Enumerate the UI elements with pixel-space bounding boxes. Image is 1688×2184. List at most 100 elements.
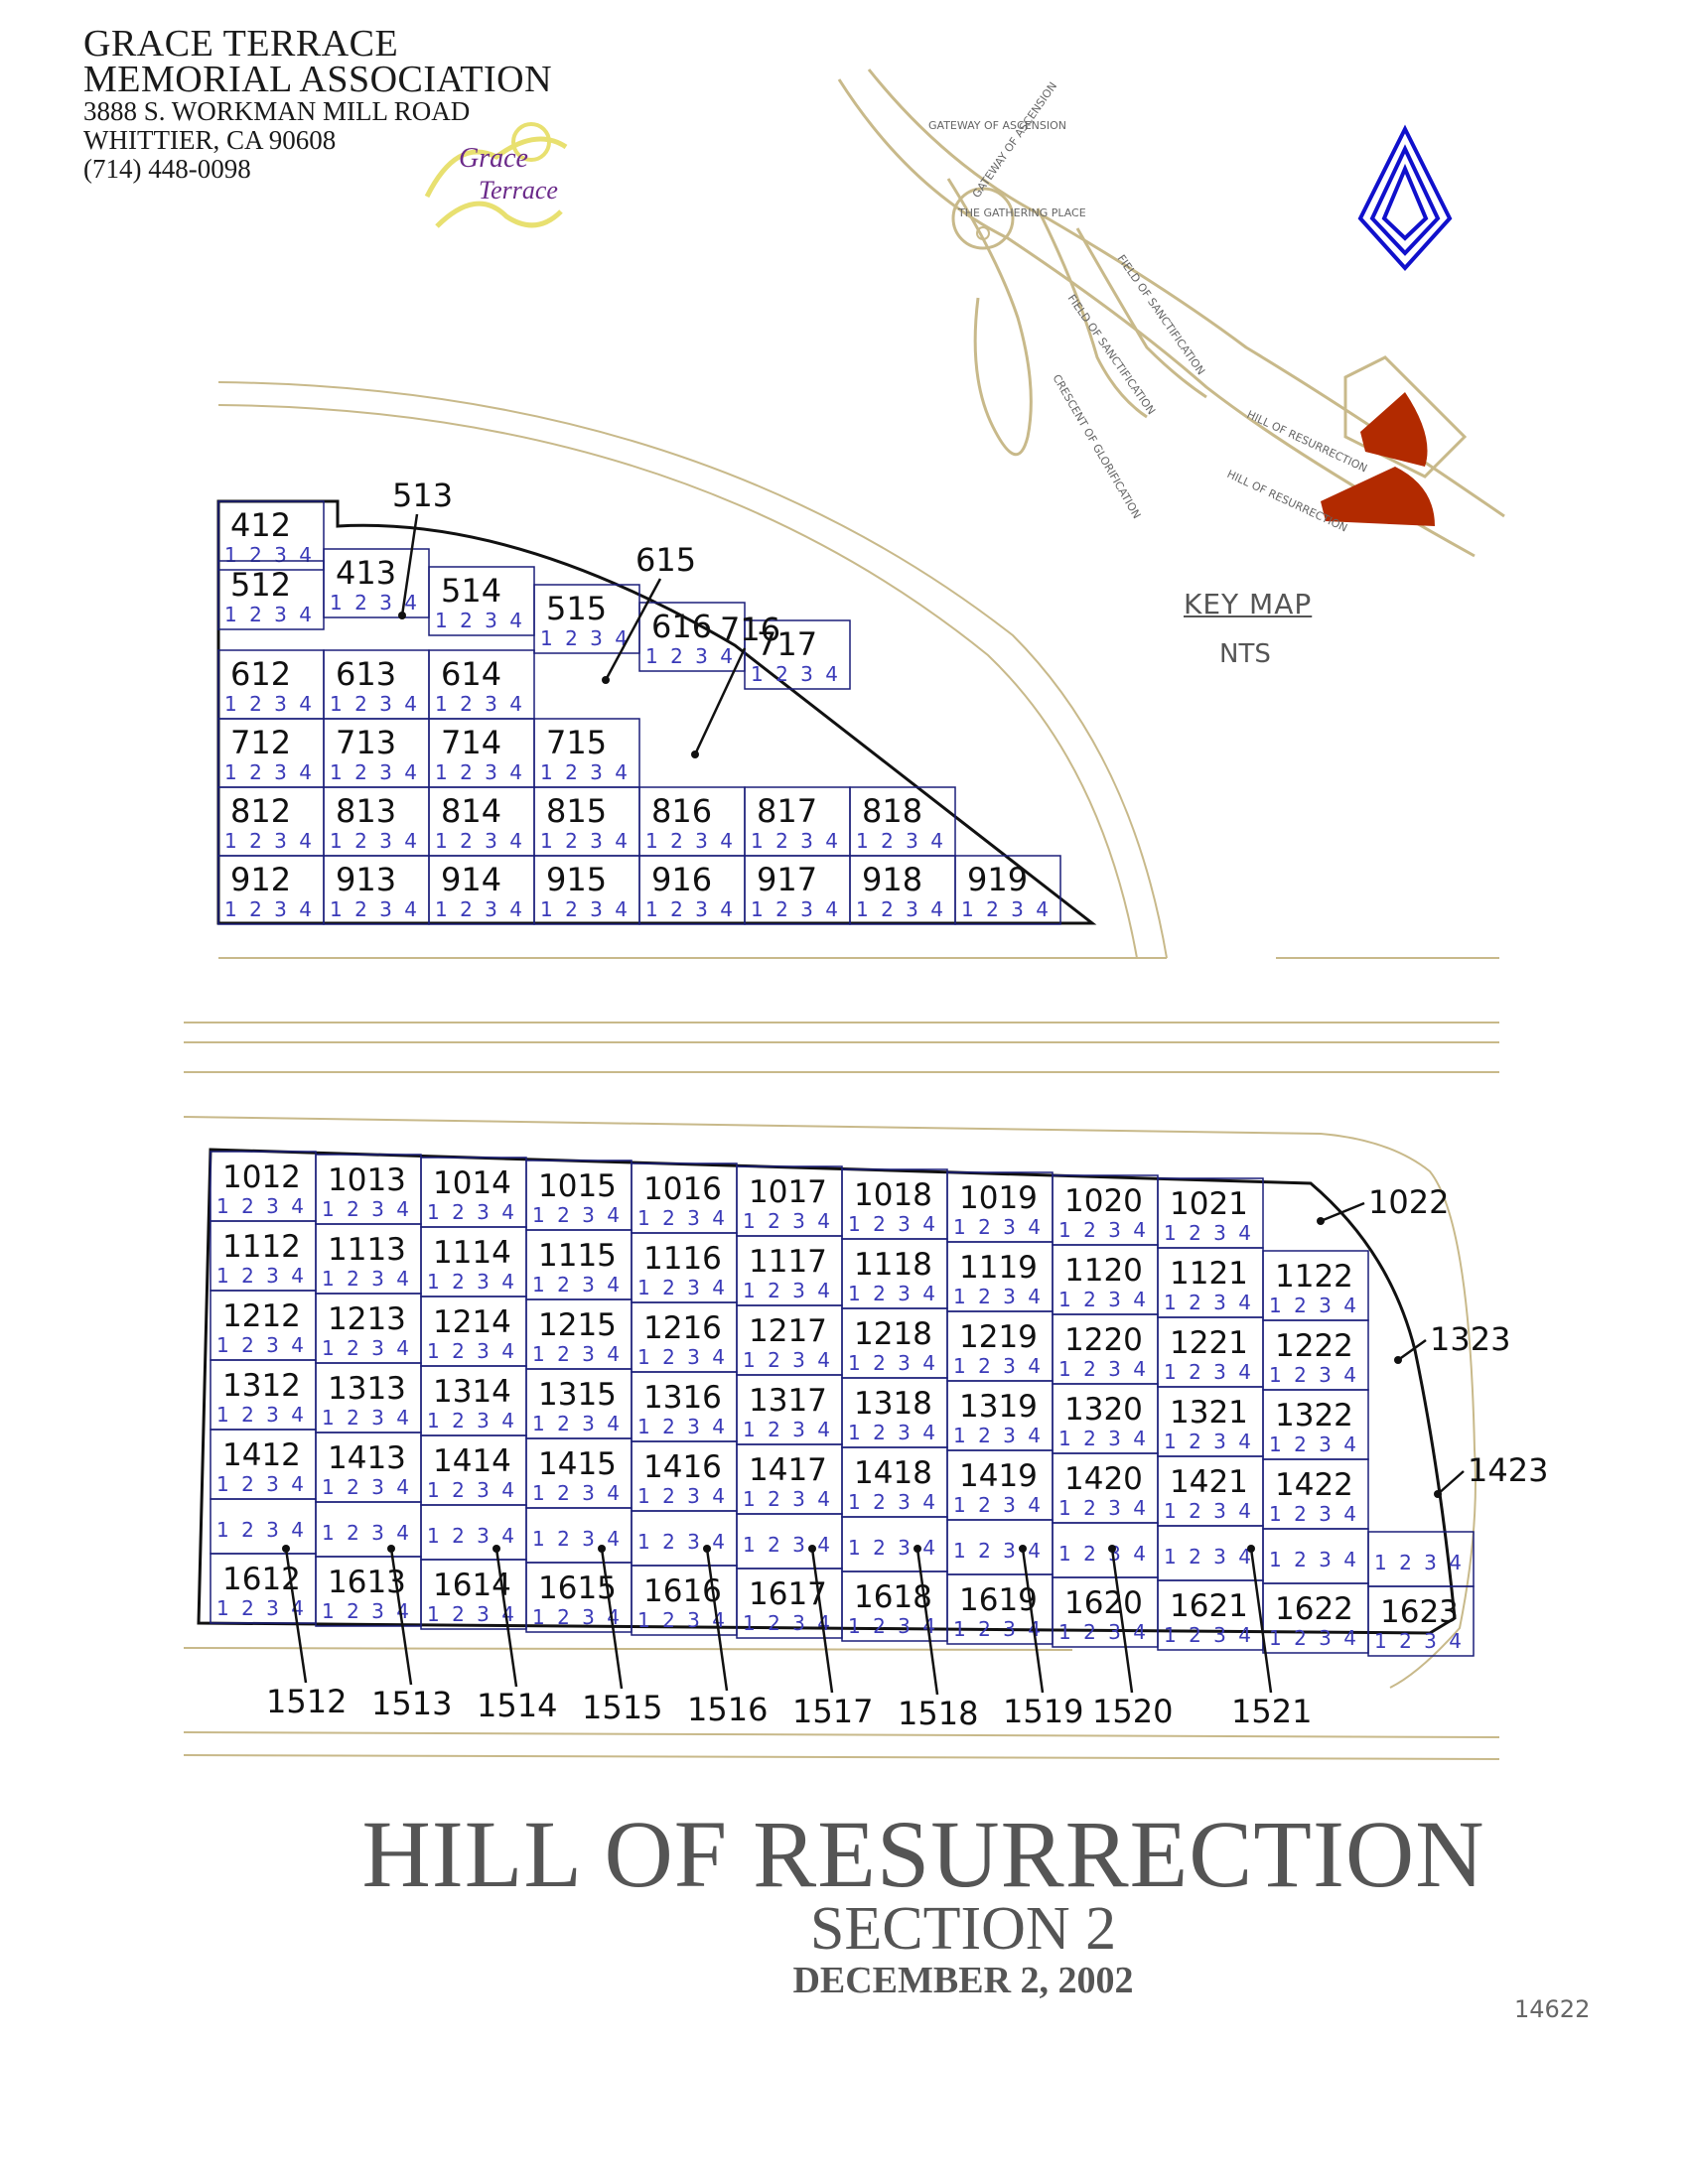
space-numbers: 1 2 3 4 (743, 1348, 830, 1372)
plot-number: 1620 (1064, 1585, 1143, 1621)
map-date: DECEMBER 2, 2002 (792, 1960, 1134, 2001)
callout-1512: 1512 (266, 1683, 347, 1720)
plot-number: 1316 (643, 1380, 722, 1416)
space-numbers: 1 2 3 4 (743, 1487, 830, 1511)
space-numbers: 1 2 3 4 (1058, 1496, 1146, 1520)
